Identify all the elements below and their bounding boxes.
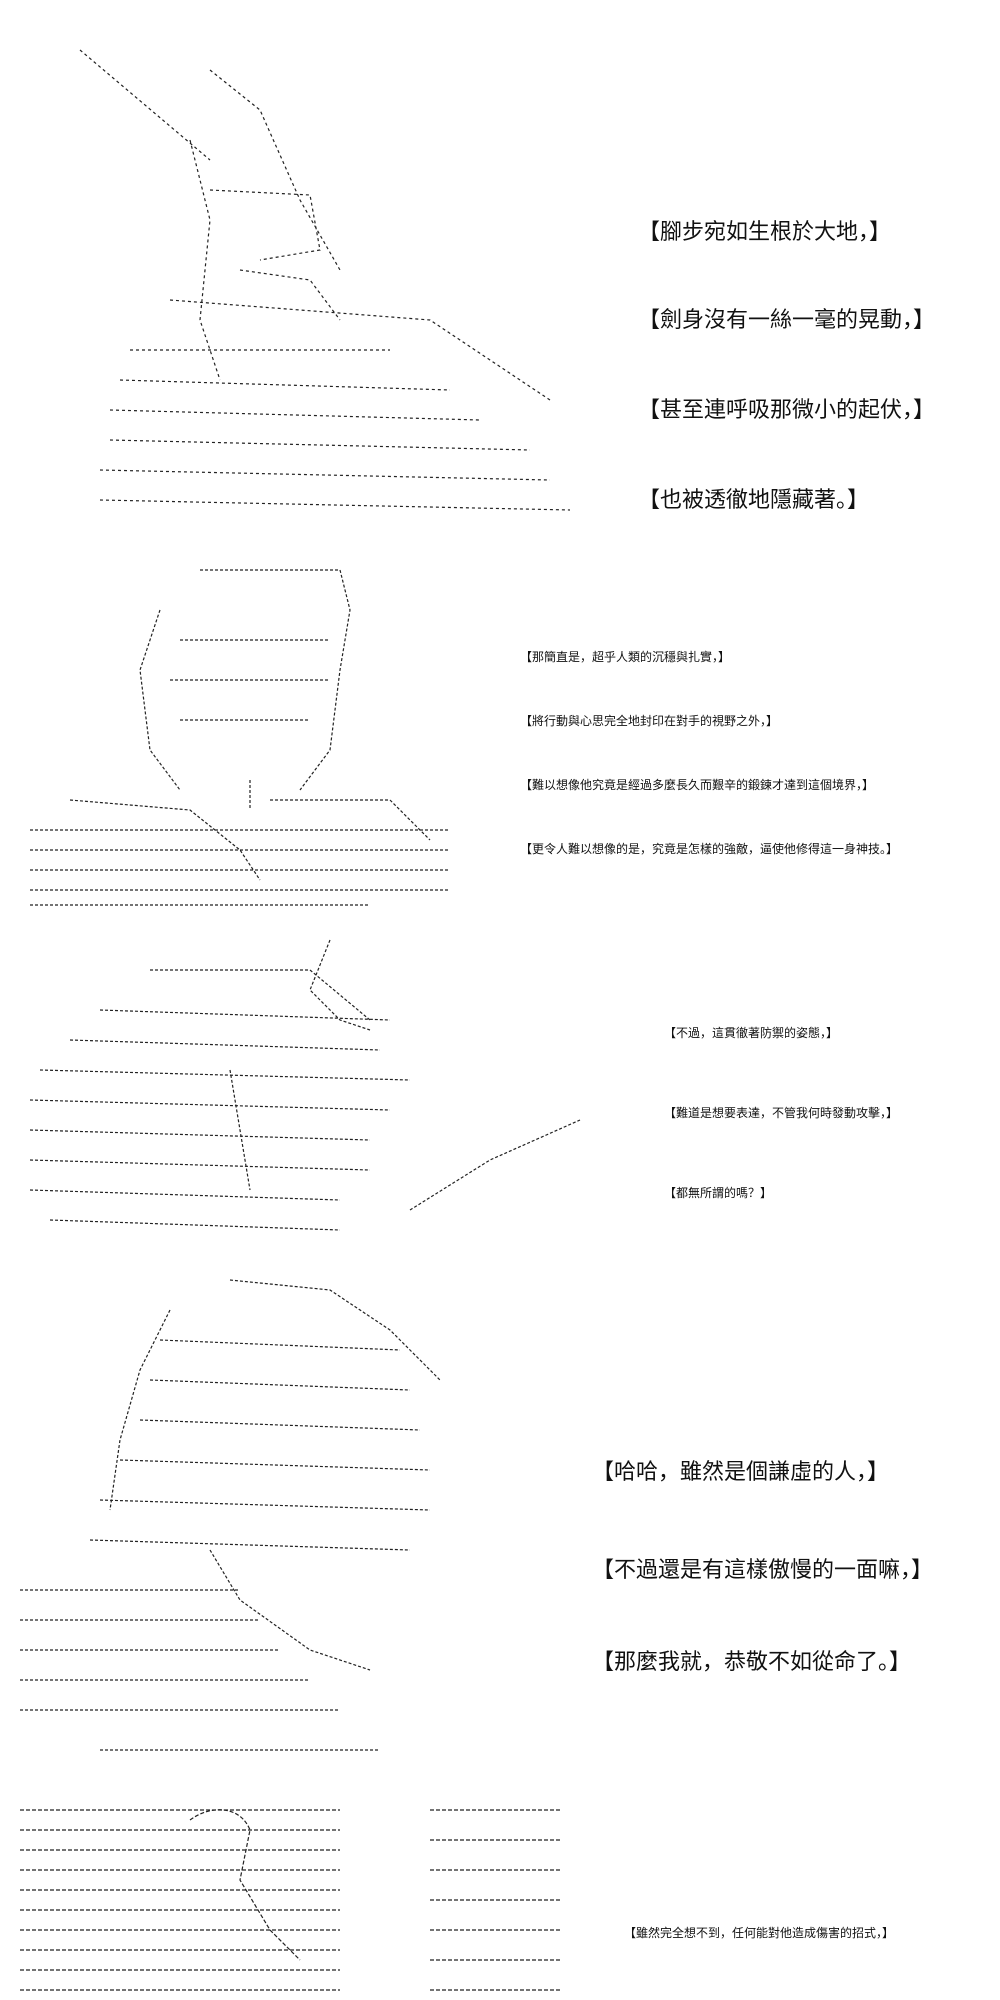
narration-line: 【那麼我就，恭敬不如從命了。】: [592, 1650, 912, 1675]
narration-line: 【哈哈，雖然是個謙虛的人，】: [592, 1460, 890, 1485]
narration-line: 【難以想像他究竟是經過多麼長久而艱辛的鍛鍊才達到這個境界，】: [520, 778, 875, 792]
narration-line: 【都無所謂的嗎？】: [664, 1186, 773, 1200]
panel-5: 【雖然完全想不到，任何能對他造成傷害的招式，】: [0, 1790, 1000, 2000]
narration-line: 【甚至連呼吸那微小的起伏，】: [638, 398, 936, 423]
panel-2: 【那簡直是，超乎人類的沉穩與扎實，】 【將行動與心思完全地封印在對手的視野之外，…: [0, 540, 1000, 920]
ascii-art-figures-striped: [10, 1800, 570, 2000]
narration-line: 【腳步宛如生根於大地，】: [638, 220, 892, 245]
panel-3: 【不過，這貫徹著防禦的姿態，】 【難道是想要表達，不管我何時發動攻擊，】 【都無…: [0, 920, 1000, 1250]
panel-1: 【腳步宛如生根於大地，】 【劍身沒有一絲一毫的晃動，】 【甚至連呼吸那微小的起伏…: [0, 0, 1000, 540]
narration-line: 【那簡直是，超乎人類的沉穩與扎實，】: [520, 650, 731, 664]
ascii-art-armored-figure: [10, 550, 490, 920]
narration-line: 【雖然完全想不到，任何能對他造成傷害的招式，】: [624, 1926, 895, 1940]
narration-line: 【不過還是有這樣傲慢的一面嘛，】: [592, 1558, 934, 1583]
ascii-art-hooded-figure: [10, 930, 610, 1250]
ascii-art-smiling-character: [10, 1270, 460, 1780]
ascii-art-swordsman-stance: [10, 20, 570, 530]
narration-line: 【將行動與心思完全地封印在對手的視野之外，】: [520, 714, 779, 728]
narration-line: 【難道是想要表達，不管我何時發動攻擊，】: [664, 1106, 899, 1120]
narration-line: 【也被透徹地隱藏著。】: [638, 488, 870, 513]
narration-line: 【不過，這貫徹著防禦的姿態，】: [664, 1026, 839, 1040]
panel-4: 【哈哈，雖然是個謙虛的人，】 【不過還是有這樣傲慢的一面嘛，】 【那麼我就，恭敬…: [0, 1250, 1000, 1790]
narration-line: 【更令人難以想像的是，究竟是怎樣的強敵，逼使他修得這一身神技。】: [520, 842, 899, 856]
narration-line: 【劍身沒有一絲一毫的晃動，】: [638, 308, 936, 333]
